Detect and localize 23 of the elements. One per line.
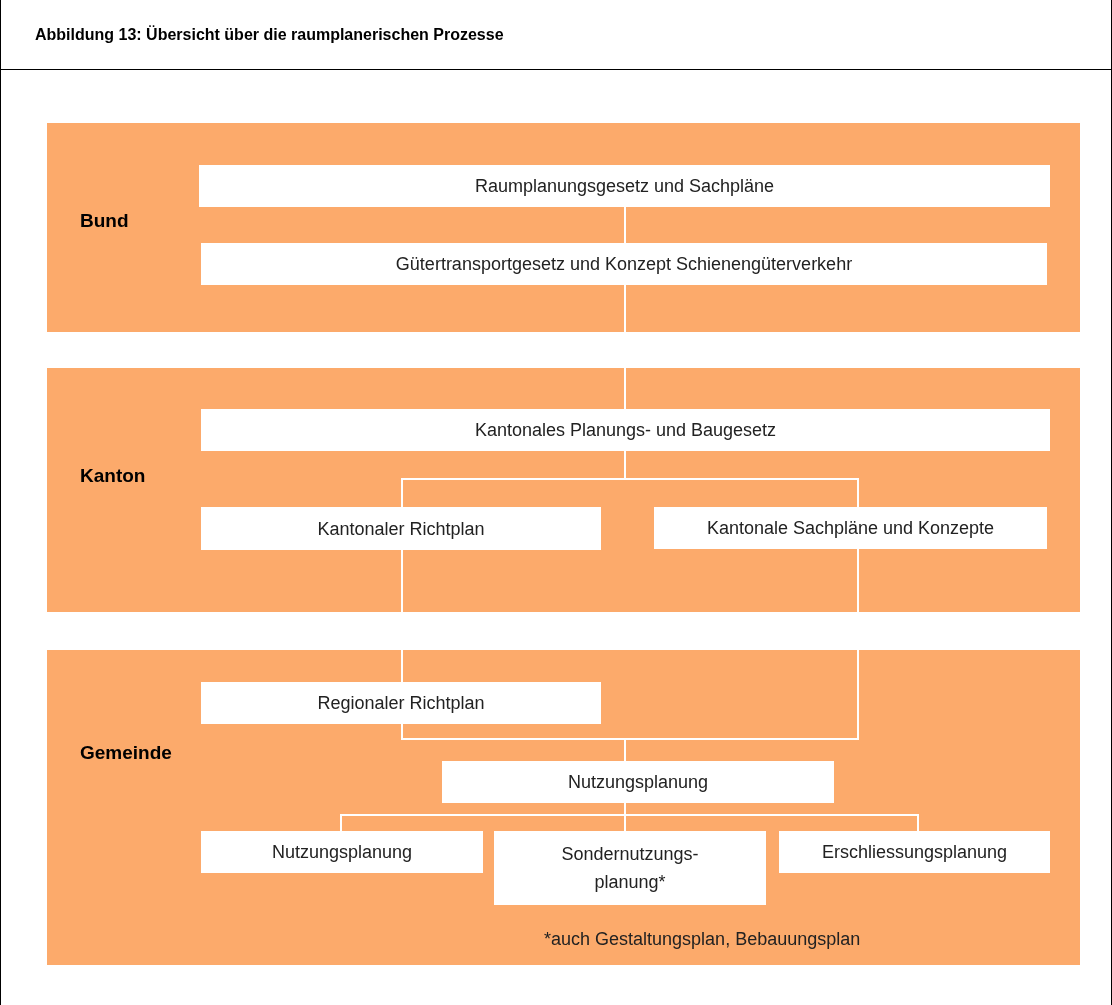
process-box: Regionaler Richtplan: [201, 682, 601, 724]
connector-line: [624, 206, 626, 244]
level-label: Bund: [80, 211, 129, 230]
process-box: Sondernutzungs- planung*: [494, 831, 766, 905]
process-box: Kantonales Planungs- und Baugesetz: [201, 409, 1050, 451]
process-box: Erschliessungsplanung: [779, 831, 1050, 873]
level-label: Gemeinde: [80, 743, 172, 762]
connector-line: [624, 802, 919, 832]
level-band: [47, 650, 1080, 965]
process-box: Kantonale Sachpläne und Konzepte: [654, 507, 1047, 549]
process-box: Gütertransportgesetz und Konzept Schienengüterverkehr: [201, 243, 1047, 285]
connector-line: [401, 549, 403, 683]
connector-line: [624, 284, 626, 410]
process-box: Nutzungsplanung: [201, 831, 483, 873]
process-box: Raumplanungsgesetz und Sachpläne: [199, 165, 1050, 207]
figure-title: Abbildung 13: Übersicht über die raumplanerischen Prozesse: [35, 24, 504, 45]
process-box: Nutzungsplanung: [442, 761, 834, 803]
level-band: [47, 368, 1080, 612]
connector-line: [624, 450, 859, 508]
level-label: Kanton: [80, 466, 146, 485]
process-box: Kantonaler Richtplan: [201, 507, 601, 550]
footnote: *auch Gestaltungsplan, Bebauungsplan: [544, 928, 861, 951]
level-band: [47, 123, 1080, 332]
